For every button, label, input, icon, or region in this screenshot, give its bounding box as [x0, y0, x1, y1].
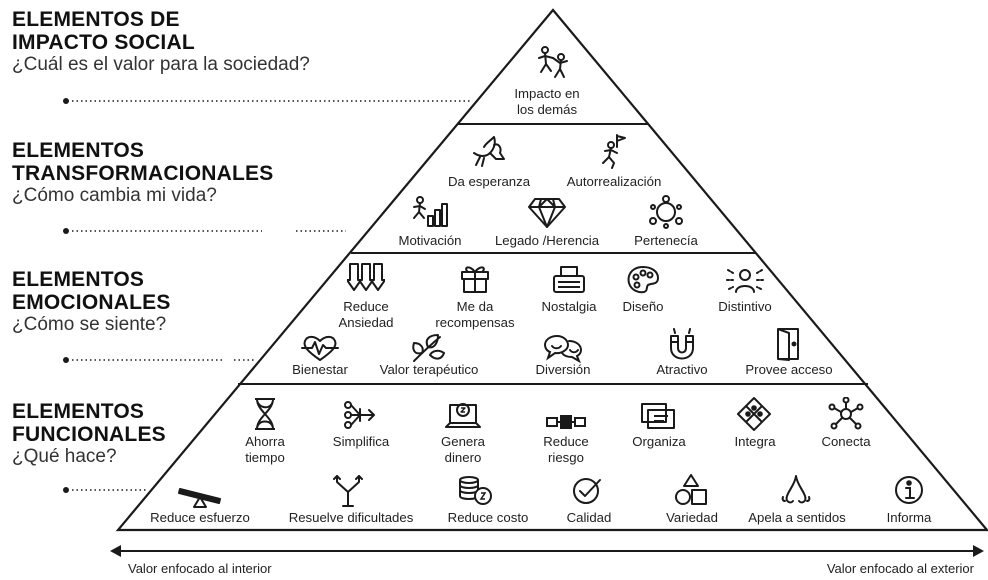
item-reduce-ansiedad-line1: Reduce	[343, 299, 389, 314]
leader-line-funcionales	[63, 487, 148, 493]
question-transformacionales: ¿Cómo cambia mi vida?	[12, 185, 217, 206]
heading-emocionales: ELEMENTOS EMOCIONALES ¿Cómo se siente?	[12, 268, 171, 336]
leader-line-transformacionales	[63, 228, 346, 234]
dove-icon	[470, 133, 508, 169]
item-valor-terapeutico: Valor terapéutico	[379, 362, 479, 377]
question-emocionales: ¿Cómo se siente?	[12, 314, 167, 335]
heading-emocionales-line2: EMOCIONALES	[12, 291, 171, 314]
leader-line-emocionales	[63, 357, 254, 363]
leader-line-social	[63, 98, 472, 104]
item-pertenencia: Pertenecía	[634, 233, 698, 248]
runner-bars-icon	[411, 196, 449, 228]
item-impacto-line2: los demás	[516, 102, 578, 117]
heading-funcionales-line2: FUNCIONALES	[12, 423, 166, 446]
heading-social-line2: IMPACTO SOCIAL	[12, 31, 195, 54]
item-reduce-esfuerzo: Reduce esfuerzo	[150, 510, 250, 525]
item-reduce-riesgo-line2: riesgo	[548, 450, 584, 465]
item-recompensas-line1: Me da	[456, 299, 494, 314]
item-informa: Informa	[886, 510, 932, 525]
fork-road-icon	[333, 474, 363, 508]
heart-pulse-icon	[301, 334, 339, 362]
value-axis-arrow	[110, 545, 984, 557]
item-bienestar: Bienestar	[292, 362, 348, 377]
laptop-coin-icon	[445, 399, 481, 431]
people-helping-climb-icon	[533, 44, 573, 80]
item-integra: Integra	[734, 434, 776, 449]
item-reduce-riesgo-line1: Reduce	[543, 434, 589, 449]
puzzle-diamond-icon	[736, 396, 772, 432]
info-icon	[893, 474, 925, 506]
nose-icon	[781, 474, 811, 506]
heading-funcionales-line1: ELEMENTOS	[12, 400, 145, 423]
item-apela-sentidos: Apela a sentidos	[748, 510, 846, 525]
magnet-icon	[666, 328, 698, 362]
heading-emocionales-line1: ELEMENTOS	[12, 268, 145, 291]
item-impacto: Impacto en los demás	[514, 86, 579, 118]
item-ahorra-tiempo-line2: tiempo	[245, 450, 285, 465]
folders-icon	[640, 402, 676, 430]
item-genera-dinero-line1: Genera	[441, 434, 485, 449]
item-resuelve-dificultades: Resuelve dificultades	[288, 510, 414, 525]
item-variedad: Variedad	[666, 510, 718, 525]
pyramid-outline	[115, 8, 988, 532]
item-legado: Legado /Herencia	[494, 233, 600, 248]
item-reduce-riesgo: Reduce riesgo	[543, 434, 588, 466]
climber-flag-icon	[597, 133, 631, 169]
item-organiza: Organiza	[632, 434, 686, 449]
item-recompensas-line2: recompensas	[435, 315, 515, 330]
item-ahorra-tiempo: Ahorra tiempo	[245, 434, 285, 466]
question-social: ¿Cuál es el valor para la sociedad?	[12, 54, 310, 75]
typewriter-icon	[552, 266, 586, 294]
item-atractivo: Atractivo	[656, 362, 708, 377]
item-reduce-costo: Reduce costo	[447, 510, 529, 525]
palette-icon	[626, 265, 660, 295]
chat-smiles-icon	[543, 333, 583, 363]
item-motivacion: Motivación	[398, 233, 462, 248]
network-nodes-icon	[827, 397, 865, 431]
item-ahorra-tiempo-line1: Ahorra	[245, 434, 285, 449]
chain-icon	[545, 414, 587, 430]
item-provee-acceso: Provee acceso	[745, 362, 833, 377]
item-diversion: Diversión	[535, 362, 591, 377]
item-reduce-ansiedad-line2: Ansiedad	[338, 315, 394, 330]
axis-label-interior: Valor enfocado al interior	[128, 561, 272, 576]
item-da-esperanza: Da esperanza	[447, 174, 531, 189]
heading-social-line1: ELEMENTOS DE	[12, 8, 180, 31]
check-badge-icon	[571, 476, 603, 506]
question-funcionales: ¿Qué hace?	[12, 446, 117, 467]
heading-funcionales: ELEMENTOS FUNCIONALES ¿Qué hace?	[12, 400, 166, 468]
down-arrows-icon	[347, 262, 385, 294]
item-diseno: Diseño	[622, 299, 664, 314]
person-spotlight-icon	[725, 266, 765, 294]
item-reduce-ansiedad: Reduce Ansiedad	[339, 299, 394, 331]
lever-icon	[178, 485, 222, 509]
heading-transformacionales-line2: TRANSFORMACIONALES	[12, 162, 274, 185]
item-genera-dinero-line2: dinero	[444, 450, 482, 465]
door-icon	[775, 327, 803, 361]
item-calidad: Calidad	[566, 510, 612, 525]
item-conecta: Conecta	[821, 434, 871, 449]
heading-transformacionales-line1: ELEMENTOS	[12, 139, 145, 162]
group-circle-icon	[648, 195, 684, 229]
shapes-icon	[673, 473, 709, 507]
item-genera-dinero: Genera dinero	[441, 434, 485, 466]
gift-icon	[459, 262, 491, 294]
axis-label-exterior: Valor enfocado al exterior	[826, 561, 974, 576]
item-simplifica: Simplifica	[332, 434, 390, 449]
item-recompensas: Me da recompensas	[435, 299, 514, 331]
item-impacto-line1: Impacto en	[514, 86, 580, 101]
item-distintivo: Distintivo	[718, 299, 772, 314]
coins-stack-icon	[457, 474, 493, 506]
heading-transformacionales: ELEMENTOS TRANSFORMACIONALES ¿Cómo cambi…	[12, 139, 273, 207]
item-nostalgia: Nostalgia	[541, 299, 597, 314]
funnel-arrows-icon	[342, 400, 380, 430]
heading-social: ELEMENTOS DE IMPACTO SOCIAL ¿Cuál es el …	[12, 8, 310, 76]
diamond-icon	[527, 197, 567, 229]
leaves-icon	[410, 333, 446, 363]
item-autorrealizacion: Autorrealización	[566, 174, 662, 189]
hourglass-icon	[253, 397, 277, 431]
